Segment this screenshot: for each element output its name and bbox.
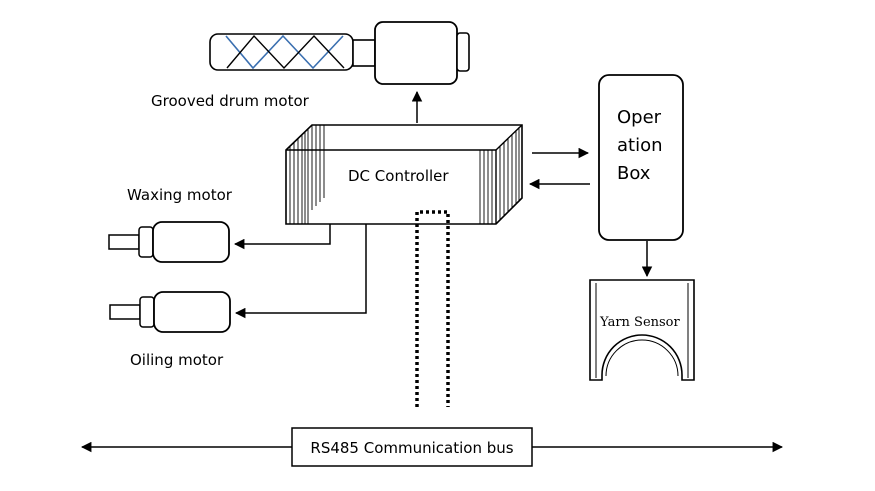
waxing-motor-coupling: [138, 226, 154, 258]
waxing-motor-shaft: [108, 234, 140, 250]
operation-box: Oper ation Box: [598, 74, 684, 241]
waxing-motor-label: Waxing motor: [127, 186, 233, 204]
operation-box-label-line3: Box: [617, 163, 651, 184]
bus-label: RS485 Communication bus: [310, 439, 513, 457]
bus-label-box: [291, 427, 533, 467]
yarn-sensor: Yarn Sensor: [589, 279, 695, 381]
yarn-sensor-frame: [589, 279, 695, 381]
bus-drop-dotted: [415, 210, 450, 407]
drum-coupling: [352, 39, 376, 67]
wire-to-waxing-motor: [233, 224, 331, 250]
waxing-motor: [108, 221, 230, 263]
dc-controller-top-edge: [495, 124, 523, 151]
drum-groove-line: [225, 34, 344, 70]
oiling-motor: [109, 291, 231, 333]
dc-controller: DC Controller: [285, 124, 523, 225]
dc-controller-left-ribs: [289, 125, 325, 224]
yarn-sensor-inner-edge: [595, 283, 689, 378]
oiling-motor-body: [153, 291, 231, 333]
waxing-motor-body: [152, 221, 230, 263]
drum-groove-dark: [226, 34, 345, 70]
oiling-motor-shaft: [109, 304, 141, 320]
wire-to-oiling-motor: [234, 224, 367, 319]
oiling-motor-label: Oiling motor: [130, 351, 224, 369]
drum-motor-cap: [456, 32, 470, 72]
operation-box-frame: [598, 74, 684, 241]
operation-box-label-line2: ation: [617, 135, 663, 156]
dc-controller-right-ribs: [479, 127, 520, 224]
grooved-drum-motor-label: Grooved drum motor: [151, 92, 310, 110]
yarn-sensor-label: Yarn Sensor: [599, 315, 681, 330]
dc-controller-label: DC Controller: [348, 167, 449, 185]
operation-box-label-line1: Oper: [617, 107, 662, 128]
drum-motor-body: [374, 21, 458, 85]
oiling-motor-coupling: [139, 296, 155, 328]
grooved-drum-motor: [209, 21, 470, 85]
